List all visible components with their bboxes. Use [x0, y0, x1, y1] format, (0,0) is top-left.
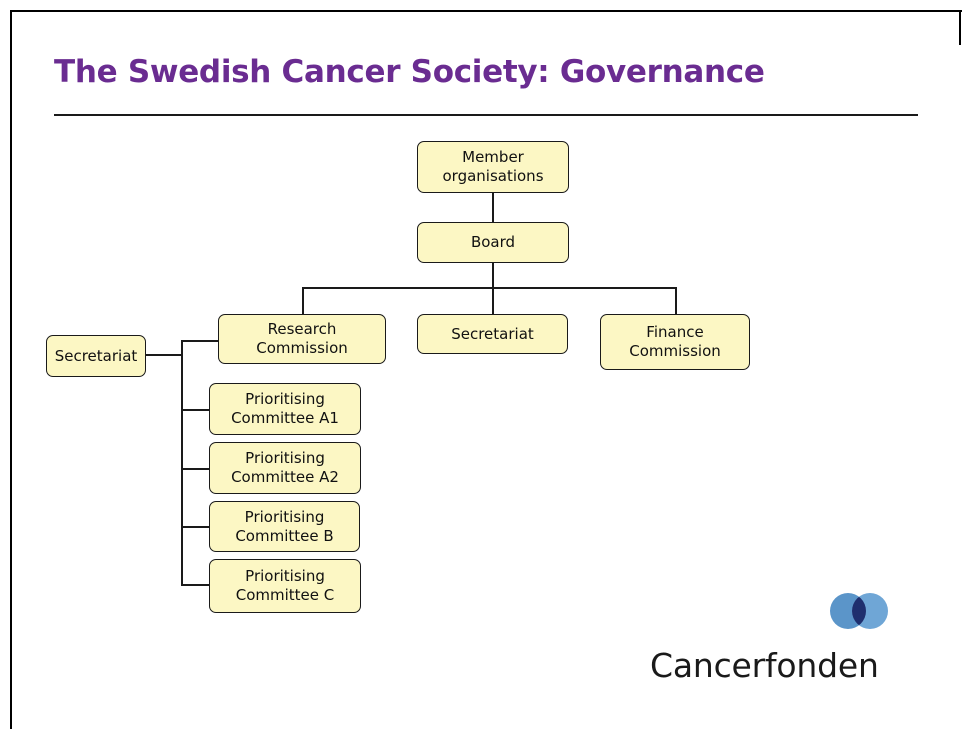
connector-committee-spine — [181, 340, 183, 586]
connector-left-secretariat — [144, 354, 182, 356]
logo-wordmark: Cancerfonden — [650, 646, 879, 685]
connector-to-finance — [675, 287, 677, 315]
cancerfonden-logo-icon — [830, 593, 888, 629]
committee-a2-box: Prioritising Committee A2 — [209, 442, 361, 494]
title-underline — [54, 114, 918, 116]
connector-board-bus — [492, 262, 494, 288]
committee-b-box: Prioritising Committee B — [209, 501, 360, 552]
connector-c — [181, 584, 210, 586]
research-commission-box: Research Commission — [218, 314, 386, 364]
connector-to-research — [302, 287, 304, 315]
member-organisations-box: Member organisations — [417, 141, 569, 193]
board-box: Board — [417, 222, 569, 263]
slide-title: The Swedish Cancer Society: Governance — [54, 54, 765, 90]
connector-b — [181, 526, 210, 528]
connector-a2 — [181, 468, 210, 470]
committee-c-box: Prioritising Committee C — [209, 559, 361, 613]
connector-research-spine — [181, 340, 220, 342]
secretariat-left-box: Secretariat — [46, 335, 146, 377]
slide-frame-right — [959, 10, 961, 45]
logo-overlap — [852, 593, 866, 629]
connector-horizontal-bus — [302, 287, 676, 289]
connector-members-board — [492, 192, 494, 222]
slide-frame-top — [10, 10, 962, 12]
slide-frame-left — [10, 10, 12, 729]
finance-commission-box: Finance Commission — [600, 314, 750, 370]
committee-a1-box: Prioritising Committee A1 — [209, 383, 361, 435]
connector-a1 — [181, 409, 210, 411]
connector-to-secretariat — [492, 287, 494, 315]
secretariat-center-box: Secretariat — [417, 314, 568, 354]
